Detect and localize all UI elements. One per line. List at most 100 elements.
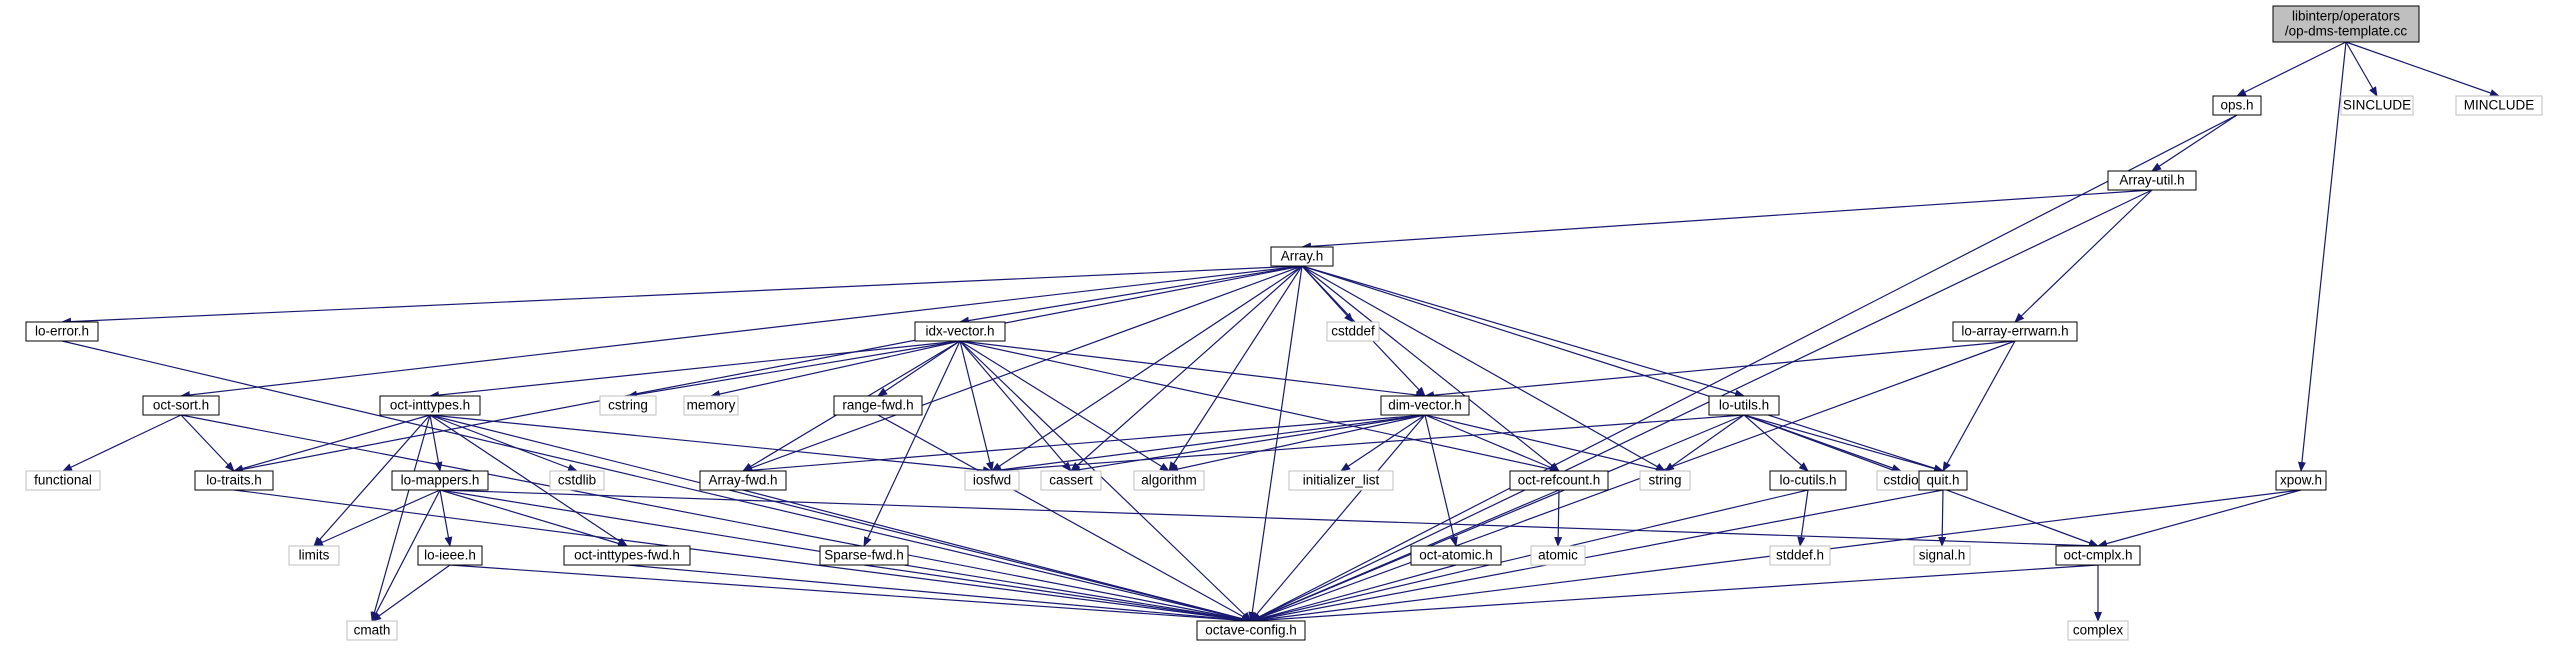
node-sinclude: SINCLUDE — [2340, 95, 2414, 116]
node-array-fwd[interactable]: Array-fwd.h — [699, 470, 787, 491]
node-label: complex — [2073, 623, 2124, 638]
node-iosfwd: iosfwd — [964, 470, 1020, 491]
node-label: /op-dms-template.cc — [2285, 24, 2408, 39]
node-label: initializer_list — [1303, 473, 1380, 488]
node-label: memory — [687, 398, 736, 413]
edge-lo_cutils-to-octave_config — [1250, 489, 1809, 623]
node-label: cstddef — [1331, 324, 1375, 339]
node-box — [1410, 545, 1502, 566]
node-algorithm: algorithm — [1133, 470, 1205, 491]
edge-array_util-to-octave_config — [1250, 189, 2153, 622]
node-box — [1530, 545, 1586, 566]
node-box — [2055, 545, 2141, 566]
node-oct-inttypes-fwd[interactable]: oct-inttypes-fwd.h — [563, 545, 691, 566]
edge-oct_sort-to-functional — [62, 414, 182, 472]
node-label: cassert — [1049, 473, 1093, 488]
node-octave-config[interactable]: octave-config.h — [1196, 620, 1306, 641]
node-box — [1769, 545, 1831, 566]
node-stddef: stddef.h — [1769, 545, 1831, 566]
node-box — [1769, 470, 1847, 491]
node-box — [1326, 321, 1380, 342]
node-xpow[interactable]: xpow.h — [2275, 470, 2327, 491]
node-cassert: cassert — [1040, 470, 1102, 491]
edge-oct_inttypes-to-limits — [313, 414, 431, 547]
node-lo-traits[interactable]: lo-traits.h — [194, 470, 274, 491]
node-oct-refcount[interactable]: oct-refcount.h — [1509, 470, 1609, 491]
edge-lo_array_errwarn-to-quit — [1942, 340, 2016, 472]
node-quit[interactable]: quit.h — [1918, 470, 1968, 491]
edge-oct_sort-to-octave_config — [180, 414, 1252, 624]
node-oct-cmplx[interactable]: oct-cmplx.h — [2055, 545, 2141, 566]
edge-dim_vector-to-octave_config — [1250, 414, 1426, 622]
node-oct-atomic[interactable]: oct-atomic.h — [1410, 545, 1502, 566]
node-cstdio: cstdio — [1876, 470, 1926, 491]
node-oct-inttypes[interactable]: oct-inttypes.h — [379, 395, 481, 416]
node-idx-vector[interactable]: idx-vector.h — [914, 321, 1006, 342]
node-complex: complex — [2067, 620, 2129, 641]
node-box — [1288, 470, 1394, 491]
node-box — [549, 470, 605, 491]
edge-array-to-cassert — [1070, 265, 1303, 472]
node-label: range-fwd.h — [842, 398, 913, 413]
node-array[interactable]: Array.h — [1270, 246, 1334, 267]
node-lo-array-errwarn[interactable]: lo-array-errwarn.h — [1952, 321, 2078, 342]
edge-lo_array_errwarn-to-octave_config — [1250, 340, 2016, 622]
edge-oct_inttypes-to-lo_traits — [233, 414, 431, 473]
node-label: cstdio — [1883, 473, 1918, 488]
edge-root-to-xpow — [2297, 41, 2347, 472]
node-sparse-fwd[interactable]: Sparse-fwd.h — [819, 545, 909, 566]
node-label: oct-sort.h — [153, 398, 209, 413]
node-label: stddef.h — [1776, 548, 1824, 563]
node-label: SINCLUDE — [2343, 98, 2411, 113]
node-label: quit.h — [1926, 473, 1959, 488]
node-label: Sparse-fwd.h — [824, 548, 904, 563]
edge-lo_utils-to-lo_cutils — [1743, 414, 1809, 472]
edge-array_util-to-array — [1301, 189, 2153, 251]
node-oct-sort[interactable]: oct-sort.h — [142, 395, 220, 416]
node-atomic: atomic — [1530, 545, 1586, 566]
node-lo-utils[interactable]: lo-utils.h — [1708, 395, 1780, 416]
node-initializer-list: initializer_list — [1288, 470, 1394, 491]
node-label: lo-utils.h — [1719, 398, 1769, 413]
node-label: lo-mappers.h — [401, 473, 480, 488]
node-lo-error[interactable]: lo-error.h — [25, 321, 99, 342]
node-label: lo-error.h — [35, 324, 89, 339]
edge-oct_inttypes_fwd-to-octave_config — [626, 564, 1252, 625]
node-box — [142, 395, 220, 416]
edge-dim_vector-to-iosfwd — [991, 414, 1426, 474]
node-label: cstdlib — [558, 473, 596, 488]
node-label: oct-refcount.h — [1518, 473, 1601, 488]
node-array-util[interactable]: Array-util.h — [2107, 170, 2197, 191]
node-label: lo-ieee.h — [424, 548, 476, 563]
node-label: algorithm — [1141, 473, 1197, 488]
node-dim-vector[interactable]: dim-vector.h — [1380, 395, 1470, 416]
node-box — [699, 470, 787, 491]
edge-array-to-iosfwd — [991, 265, 1303, 472]
edge-ops-to-octave_config — [1250, 114, 2238, 622]
edge-lo_mappers-to-cmath — [371, 489, 441, 622]
edge-array_util-to-lo_array_errwarn — [2014, 189, 2153, 323]
edge-lo_error-to-octave_config — [61, 340, 1252, 623]
node-label: cmath — [354, 623, 391, 638]
edge-array-to-quit — [1301, 265, 1944, 473]
edge-idx_vector-to-dim_vector — [959, 340, 1426, 399]
node-root[interactable]: libinterp/operators/op-dms-template.cc — [2272, 5, 2420, 43]
edge-xpow-to-oct_cmplx — [2097, 489, 2302, 548]
node-box — [833, 395, 923, 416]
node-label: idx-vector.h — [925, 324, 994, 339]
edge-ops-to-array_util — [2151, 114, 2238, 172]
edge-root-to-ops — [2236, 41, 2347, 97]
node-lo-mappers[interactable]: lo-mappers.h — [391, 470, 489, 491]
node-lo-cutils[interactable]: lo-cutils.h — [1769, 470, 1847, 491]
node-range-fwd[interactable]: range-fwd.h — [833, 395, 923, 416]
edge-oct_cmplx-to-octave_config — [1250, 564, 2099, 625]
node-box — [1918, 470, 1968, 491]
node-box — [417, 545, 483, 566]
edge-oct_sort-to-lo_traits — [180, 414, 235, 472]
node-label: octave-config.h — [1205, 623, 1297, 638]
node-lo-ieee[interactable]: lo-ieee.h — [417, 545, 483, 566]
edge-oct_refcount-to-atomic — [1554, 489, 1563, 547]
node-box — [2107, 170, 2197, 191]
node-ops[interactable]: ops.h — [2212, 95, 2262, 116]
node-label: libinterp/operators — [2292, 9, 2400, 24]
